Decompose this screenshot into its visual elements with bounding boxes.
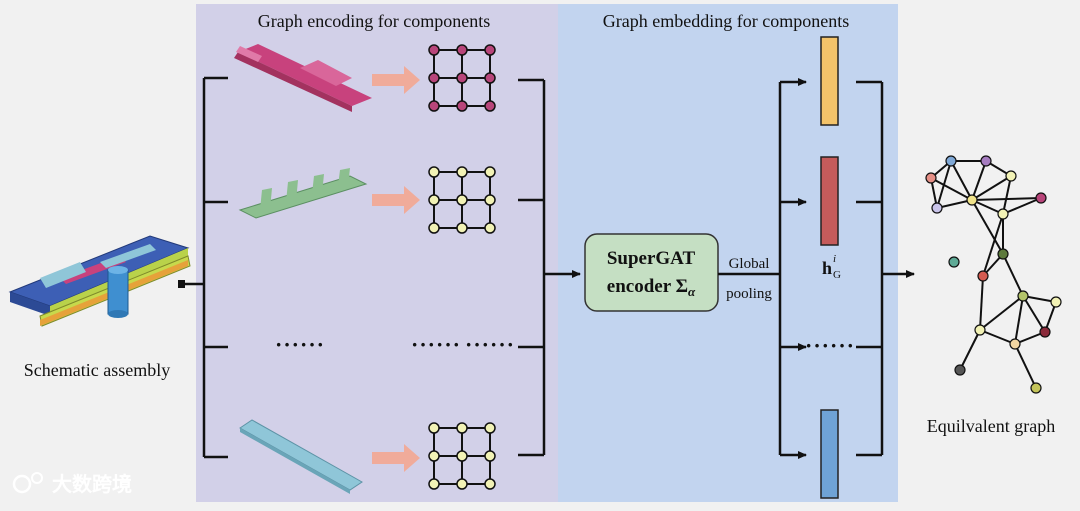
embedding-bar-3: [820, 409, 839, 499]
embedding-left-bracket: [778, 78, 807, 459]
pooling-label-1: Global: [729, 256, 770, 272]
encoding-arrows: [372, 66, 420, 472]
grid-node: [428, 194, 440, 206]
graph-node: [966, 194, 978, 206]
grid-node: [456, 44, 468, 56]
graph-node: [997, 248, 1009, 260]
grid-node: [484, 450, 496, 462]
graph-node: [974, 324, 986, 336]
grid-node: [428, 222, 440, 234]
encoding-right-bracket: [518, 78, 581, 457]
component-2-image: [238, 168, 368, 219]
ellipsis-mid-b: ······: [465, 332, 515, 357]
component-1-image: [234, 44, 372, 112]
graph-node: [980, 155, 992, 167]
grid-node: [456, 222, 468, 234]
grid-node: [428, 478, 440, 490]
encoding-title: Graph encoding for components: [258, 11, 490, 31]
encoder-line2: encoder Σα: [607, 276, 696, 299]
graph-node: [977, 270, 989, 282]
grid-node: [428, 72, 440, 84]
grid-graph-2: [428, 166, 496, 234]
graph-node: [948, 256, 960, 268]
watermark-logo-icon: [12, 474, 32, 494]
graph-node: [997, 208, 1009, 220]
schematic-assembly-image: [8, 235, 191, 327]
schematic-assembly-label: Schematic assembly: [24, 360, 170, 380]
embedding-label-sup: i: [833, 253, 836, 265]
supergat-encoder-box: [584, 233, 719, 312]
grid-node: [484, 72, 496, 84]
grid-node: [428, 422, 440, 434]
ellipsis-right: ······: [805, 333, 855, 358]
component-3-image: [239, 419, 363, 494]
left-bracket: [202, 76, 228, 459]
graph-node: [1039, 326, 1051, 338]
embedding-bar-2: [820, 156, 839, 246]
graph-node: [1030, 382, 1042, 394]
grid-graph-1: [428, 44, 496, 112]
grid-node: [456, 478, 468, 490]
assembly-connector-tip: [178, 280, 185, 288]
grid-node: [484, 166, 496, 178]
encoder-line1: SuperGAT: [607, 248, 696, 269]
graph-node: [931, 202, 943, 214]
ellipsis-left: ······: [275, 332, 325, 357]
grid-node: [456, 166, 468, 178]
grid-node: [428, 100, 440, 112]
grid-node: [456, 194, 468, 206]
grid-node: [456, 422, 468, 434]
watermark-logo-icon-b: [31, 472, 43, 484]
ellipsis-mid-a: ······: [411, 332, 461, 357]
grid-node: [484, 44, 496, 56]
equivalent-graph: [925, 155, 1062, 394]
watermark-text: 大数跨境: [52, 472, 132, 496]
watermark: 大数跨境: [12, 472, 132, 496]
grid-node: [428, 44, 440, 56]
grid-node: [428, 450, 440, 462]
encoding-section-bg: [196, 4, 558, 502]
grid-node: [484, 422, 496, 434]
graph-node: [1017, 290, 1029, 302]
grid-node: [456, 450, 468, 462]
grid-graphs: [428, 44, 496, 490]
grid-graph-3: [428, 422, 496, 490]
grid-node: [484, 478, 496, 490]
graph-node: [925, 172, 937, 184]
graph-node: [1009, 338, 1021, 350]
equivalent-graph-label: Equilvalent graph: [927, 416, 1055, 436]
embedding-bar-1: [820, 36, 839, 126]
graph-node: [1035, 192, 1047, 204]
grid-node: [484, 222, 496, 234]
grid-node: [428, 166, 440, 178]
embedding-title: Graph embedding for components: [603, 11, 849, 31]
graph-node: [945, 155, 957, 167]
graph-node: [1050, 296, 1062, 308]
embedding-right-bracket: [856, 80, 915, 457]
grid-node: [484, 194, 496, 206]
graph-node: [1005, 170, 1017, 182]
grid-node: [456, 100, 468, 112]
pooling-label-2: pooling: [726, 286, 772, 302]
grid-node: [484, 100, 496, 112]
embedding-label: hG: [822, 258, 841, 281]
grid-node: [456, 72, 468, 84]
graph-node: [954, 364, 966, 376]
